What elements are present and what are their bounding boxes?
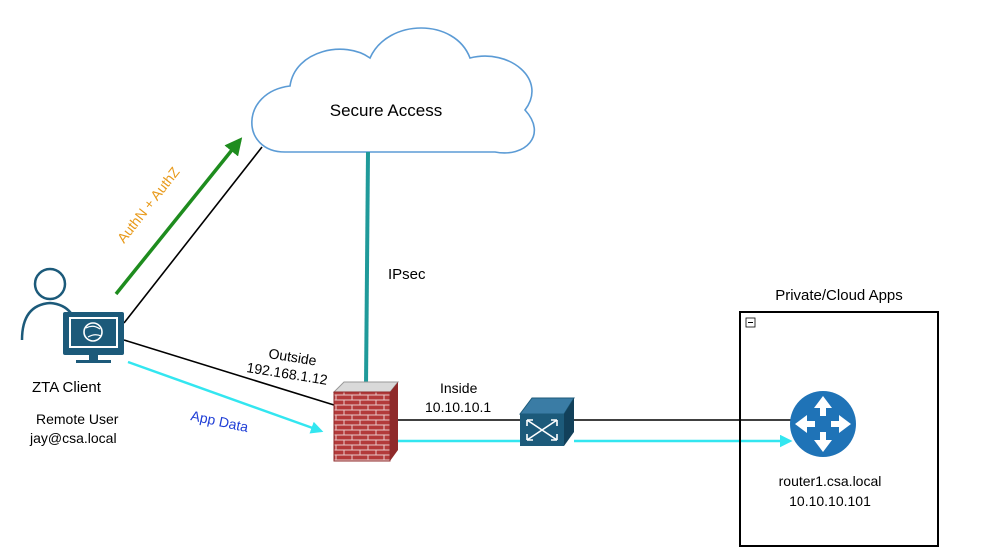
switch-icon	[519, 397, 575, 446]
client-role: Remote User	[36, 411, 119, 427]
router-name: router1.csa.local	[779, 473, 882, 489]
firewall-icon	[332, 381, 400, 462]
auth-label: AuthN + AuthZ	[114, 164, 183, 246]
client-name: ZTA Client	[32, 379, 102, 396]
outside-label: Outside	[268, 345, 318, 368]
ipsec-label: IPsec	[388, 266, 426, 283]
client-firewall-link	[123, 339, 335, 406]
auth-arrow	[114, 137, 243, 296]
ipsec-link	[364, 151, 370, 387]
cloud-label: Secure Access	[330, 101, 442, 120]
app-data-arrow	[127, 360, 324, 434]
router-ip: 10.10.10.101	[789, 493, 871, 509]
apps-title: Private/Cloud Apps	[775, 287, 903, 304]
inside-label: Inside	[440, 380, 478, 396]
client-account: jay@csa.local	[29, 430, 117, 446]
apps-container	[739, 311, 939, 547]
client-cloud-link	[123, 146, 263, 324]
router-icon	[790, 391, 856, 457]
user-with-monitor-icon	[20, 267, 124, 363]
inside-ip: 10.10.10.1	[425, 399, 491, 415]
minus-icon[interactable]	[745, 317, 756, 328]
app-data-label: App Data	[189, 407, 250, 435]
secure-access-cloud: Secure Access	[251, 27, 536, 154]
